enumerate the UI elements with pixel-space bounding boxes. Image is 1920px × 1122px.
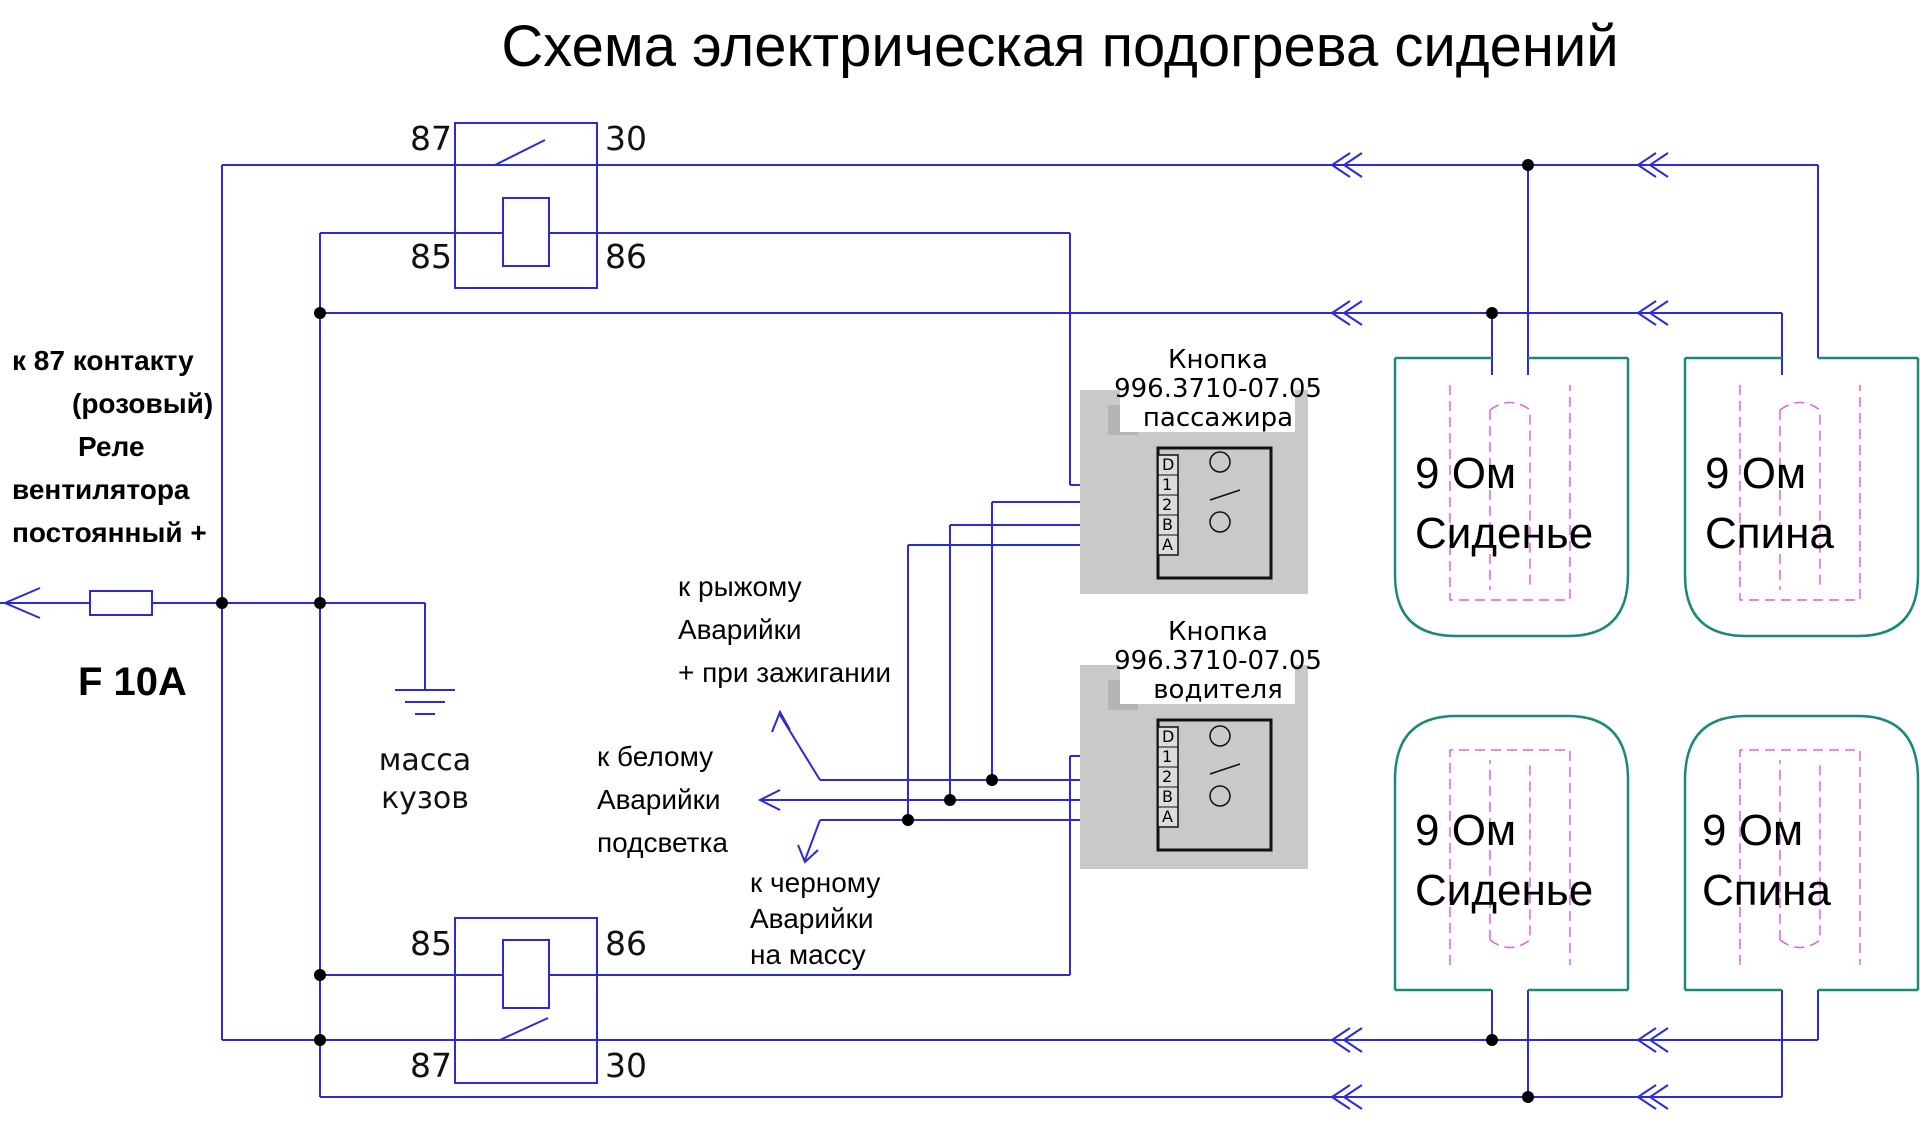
driver-pin-d: D xyxy=(1162,727,1174,746)
ground-label-line-2: кузов xyxy=(381,781,469,816)
wire-note-orange: к рыжому Аварийки + при зажигании xyxy=(678,571,891,688)
driver-caption-line-3: водителя xyxy=(1153,675,1283,705)
black-note-line-3: на массу xyxy=(750,939,866,970)
heater-3-name: Сиденье xyxy=(1415,866,1593,915)
white-note-line-1: к белому xyxy=(597,741,713,772)
relay-bottom: 85 86 87 30 xyxy=(410,917,647,1085)
left-note-line-5: постоянный + xyxy=(12,517,207,548)
relay-bottom-pin-30: 30 xyxy=(605,1046,647,1085)
driver-pin-b: B xyxy=(1162,787,1173,806)
relay-bottom-pin-86: 86 xyxy=(605,924,647,963)
wire-note-white: к белому Аварийки подсветка xyxy=(597,741,728,858)
orange-note-line-2: Аварийки xyxy=(678,614,802,645)
relay-top-pin-85: 85 xyxy=(410,237,452,276)
passenger-pin-1: 1 xyxy=(1162,475,1172,494)
heater-1-name: Сиденье xyxy=(1415,509,1593,558)
relay-bottom-pin-87: 87 xyxy=(410,1046,452,1085)
driver-pin-2: 2 xyxy=(1162,767,1172,786)
passenger-caption-line-1: Кнопка xyxy=(1168,345,1268,375)
wires xyxy=(0,152,1819,1110)
heater-1-value: 9 Ом xyxy=(1415,449,1516,498)
driver-caption-line-1: Кнопка xyxy=(1168,617,1268,647)
black-note-line-2: Аварийки xyxy=(750,903,874,934)
relay-top-pin-30: 30 xyxy=(605,119,647,158)
relay-top: 87 30 85 86 xyxy=(410,119,647,289)
ground-symbol: масса кузов xyxy=(379,689,471,816)
passenger-pin-2: 2 xyxy=(1162,495,1172,514)
ground-label-line-1: масса xyxy=(379,743,471,778)
button-passenger: D 1 2 B A Кнопка 996.3710-07.05 пассажир… xyxy=(1080,345,1322,594)
black-note-line-1: к черному xyxy=(750,867,880,898)
relay-top-pin-86: 86 xyxy=(605,237,647,276)
driver-pin-a: A xyxy=(1162,807,1173,826)
heater-2-value: 9 Ом xyxy=(1705,449,1806,498)
passenger-caption-line-2: 996.3710-07.05 xyxy=(1114,374,1322,404)
passenger-pin-d: D xyxy=(1162,455,1174,474)
left-note-line-3: Реле xyxy=(78,431,145,462)
white-note-line-3: подсветка xyxy=(597,827,728,858)
left-note-line-1: к 87 контакту xyxy=(12,345,194,376)
diagram-title: Схема электрическая подогрева сидений xyxy=(501,14,1618,79)
fuse-label: F 10A xyxy=(78,660,187,704)
white-note-line-2: Аварийки xyxy=(597,784,721,815)
heater-4-name: Спина xyxy=(1702,866,1831,915)
relay-top-pin-87: 87 xyxy=(410,119,452,158)
heater-2-name: Спина xyxy=(1705,509,1834,558)
button-driver: D 1 2 B A Кнопка 996.3710-07.05 водителя xyxy=(1080,617,1322,869)
left-note-line-4: вентилятора xyxy=(12,474,190,505)
heater-3-value: 9 Ом xyxy=(1415,806,1516,855)
fuse: F 10A xyxy=(78,590,187,704)
driver-caption-line-2: 996.3710-07.05 xyxy=(1114,646,1322,676)
heater-seat-bottom: 9 Ом Сиденье xyxy=(1393,714,1630,992)
relay-bottom-pin-85: 85 xyxy=(410,924,452,963)
passenger-caption-line-3: пассажира xyxy=(1143,403,1293,433)
heater-back-bottom: 9 Ом Спина xyxy=(1683,714,1920,992)
orange-note-line-1: к рыжому xyxy=(678,571,802,602)
orange-note-line-3: + при зажигании xyxy=(678,657,891,688)
passenger-pin-a: A xyxy=(1162,535,1173,554)
heater-back-top: 9 Ом Спина xyxy=(1683,356,1920,638)
heater-seat-front-top: 9 Ом Сиденье xyxy=(1393,356,1630,638)
heater-4-value: 9 Ом xyxy=(1702,806,1803,855)
left-note-line-2: (розовый) xyxy=(72,388,213,419)
left-note: к 87 контакту (розовый) Реле вентилятора… xyxy=(12,345,213,548)
wire-note-black: к черному Аварийки на массу xyxy=(750,867,880,970)
passenger-pin-b: B xyxy=(1162,515,1173,534)
driver-pin-1: 1 xyxy=(1162,747,1172,766)
